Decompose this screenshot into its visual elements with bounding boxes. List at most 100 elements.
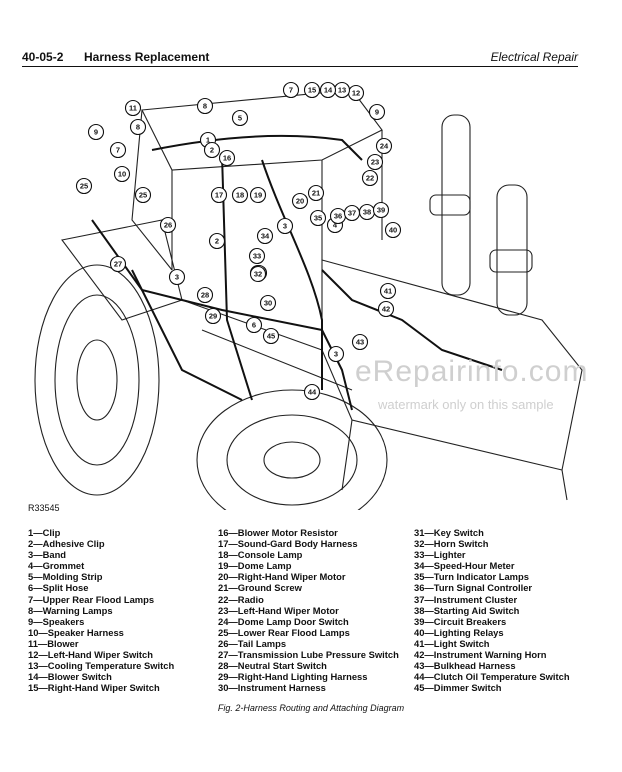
callout-25: 25 [134,186,152,204]
page-title: Harness Replacement [84,50,210,64]
legend-item: 45—Dimmer Switch [414,682,502,694]
callout-9: 9 [87,123,105,141]
callout-12: 12 [347,84,365,102]
svg-text:5: 5 [238,114,242,123]
callout-9: 9 [368,103,386,121]
callout-14: 14 [319,81,337,99]
svg-text:27: 27 [114,260,122,269]
legend-item: 44—Clutch Oil Temperature Switch [414,671,570,683]
svg-text:13: 13 [338,86,346,95]
svg-text:6: 6 [252,321,256,330]
callout-11: 11 [124,99,142,117]
svg-text:7: 7 [289,86,293,95]
legend-item: 11—Blower [28,637,79,649]
svg-text:36: 36 [334,212,342,221]
callout-37: 37 [343,204,361,222]
callout-8: 8 [129,118,147,136]
svg-text:25: 25 [80,182,88,191]
callout-2: 2 [208,232,226,250]
legend-item: 27—Transmission Lube Pressure Switch [218,649,399,661]
legend-item: 24—Dome Lamp Door Switch [218,615,349,627]
legend-item: 13—Cooling Temperature Switch [28,660,175,672]
legend-item: 18—Console Lamp [218,549,303,561]
callout-42: 42 [377,300,395,318]
svg-text:17: 17 [215,191,223,200]
callout-25: 25 [75,177,93,195]
legend-item: 3—Band [28,549,67,561]
callout-36: 36 [329,207,347,225]
legend-item: 12—Left-Hand Wiper Switch [28,649,153,661]
legend-item: 2—Adhesive Clip [28,538,105,550]
section-title: Electrical Repair [490,50,578,64]
legend-item: 6—Split Hose [28,582,89,594]
harness-diagram [34,89,583,510]
legend-item: 4—Grommet [28,560,85,572]
legend-item: 36—Turn Signal Controller [414,582,533,594]
callout-26: 26 [159,216,177,234]
legend-item: 10—Speaker Harness [28,626,124,638]
callout-8: 8 [196,97,214,115]
svg-text:21: 21 [312,189,320,198]
callout-17: 17 [210,186,228,204]
legend-item: 32—Horn Switch [414,538,489,550]
svg-text:20: 20 [296,197,304,206]
callout-19: 19 [249,186,267,204]
legend-item: 43—Bulkhead Harness [414,660,516,672]
harness-lines [91,134,503,411]
legend-item: 40—Lighting Relays [414,626,504,638]
callout-23: 23 [366,153,384,171]
callout-43: 43 [351,333,369,351]
callout-20: 20 [291,192,309,210]
figure-caption: Fig. 2-Harness Routing and Attaching Dia… [217,703,405,713]
callout-27: 27 [109,255,127,273]
svg-text:9: 9 [375,108,379,117]
legend-item: 21—Ground Screw [218,582,302,594]
callout-32: 32 [249,265,267,283]
callout-40: 40 [384,221,402,239]
callout-22: 22 [361,169,379,187]
legend-item: 5—Molding Strip [28,571,103,583]
svg-text:43: 43 [356,338,364,347]
callout-41: 41 [379,282,397,300]
legend-item: 15—Right-Hand Wiper Switch [28,682,160,694]
legend-item: 34—Speed-Hour Meter [414,560,515,572]
svg-text:16: 16 [223,154,231,163]
callout-38: 38 [358,203,376,221]
svg-text:32: 32 [254,270,262,279]
callout-7: 7 [109,141,127,159]
callout-34: 34 [256,227,274,245]
legend-item: 19—Dome Lamp [218,560,292,572]
legend-item: 41—Light Switch [414,637,490,649]
svg-text:30: 30 [264,299,272,308]
callout-21: 21 [307,184,325,202]
svg-text:23: 23 [371,158,379,167]
svg-text:42: 42 [382,305,390,314]
callout-3: 3 [168,268,186,286]
callout-7: 7 [282,81,300,99]
legend-item: 26—Tail Lamps [218,637,287,649]
legend-item: 14—Blower Switch [28,671,112,683]
svg-text:33: 33 [253,252,261,261]
svg-text:26: 26 [164,221,172,230]
svg-text:25: 25 [139,191,147,200]
callout-29: 29 [204,307,222,325]
legend-item: 33—Lighter [414,549,466,561]
callout-3: 3 [327,345,345,363]
svg-text:18: 18 [236,191,244,200]
svg-text:11: 11 [129,104,137,113]
legend-item: 20—Right-Hand Wiper Motor [218,571,346,583]
svg-text:8: 8 [136,123,140,132]
svg-text:10: 10 [118,170,126,179]
legend-item: 42—Instrument Warning Horn [414,649,547,661]
callout-44: 44 [303,383,321,401]
svg-text:4: 4 [333,221,338,230]
svg-text:44: 44 [308,388,317,397]
svg-text:1: 1 [206,136,210,145]
callout-13: 13 [333,81,351,99]
legend-item: 31—Key Switch [414,527,484,538]
svg-text:14: 14 [324,86,333,95]
legend-item: 29—Right-Hand Lighting Harness [218,671,368,683]
